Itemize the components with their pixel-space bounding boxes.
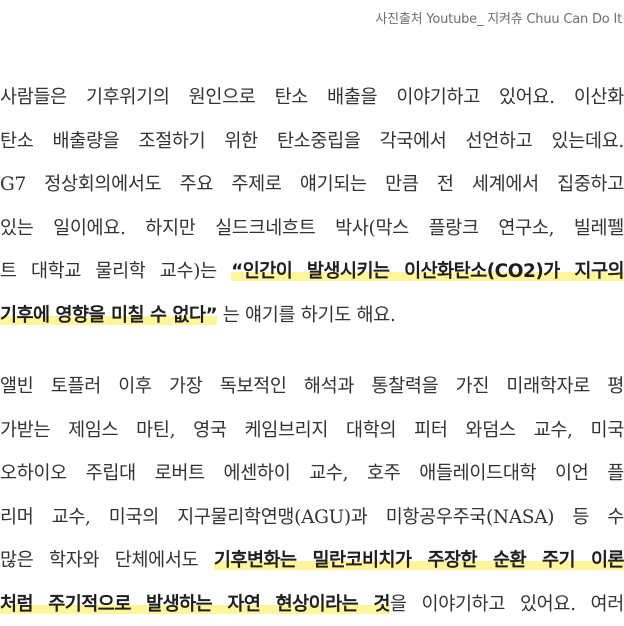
paragraph-line: 많은 학자와 단체에서도 기후변화는 밀란코비치가 주장한 순환 주기 이론	[0, 539, 624, 583]
highlighted-statement: 기후변화는 밀란코비치가 주장한 순환 주기 이론	[214, 550, 624, 571]
paragraph-line: 트 대학교 물리학 교수)는 “인간이 발생시키는 이산화탄소(CO2)가 지구…	[0, 250, 624, 294]
paragraph-line: 기후에 영향을 미칠 수 없다” 는 얘기를 하기도 해요.	[0, 294, 624, 338]
paragraph-line: 있는 일이에요. 하지만 실드크네흐트 박사(막스 플랑크 연구소, 빌레펠	[0, 207, 624, 251]
paragraph-text: 는 얘기를 하기도 해요.	[217, 305, 395, 326]
paragraph-natural-cycle: 앨빈 토플러 이후 가장 독보적인 해석과 통찰력을 가진 미래학자로 평 가받…	[0, 365, 624, 626]
paragraph-text: 많은 학자와 단체에서도	[0, 550, 214, 571]
paragraph-text: 트 대학교 물리학 교수)는	[0, 261, 231, 282]
paragraph-line: 오하이오 주립대 로버트 에센하이 교수, 호주 애들레이드대학 이언 플	[0, 452, 624, 496]
paragraph-line: 가받는 제임스 마틴, 영국 케임브리지 대학의 피터 와덤스 교수, 미국	[0, 409, 624, 453]
photo-source-caption: 사진출처 Youtube_ 지켜츄 Chuu Can Do It	[375, 8, 622, 27]
highlighted-quote: 기후에 영향을 미칠 수 없다”	[0, 305, 217, 326]
paragraph-line: 처럼 주기적으로 발생하는 자연 현상이라는 것을 이야기하고 있어요. 여러	[0, 583, 624, 626]
paragraph-line: 탄소 배출량을 조절하기 위한 탄소중립을 각국에서 선언하고 있는데요.	[0, 120, 624, 164]
paragraph-line: 리머 교수, 미국의 지구물리학연맹(AGU)과 미항공우주국(NASA) 등 …	[0, 496, 624, 540]
paragraph-text: 을 이야기하고 있어요. 여러	[390, 594, 624, 615]
paragraph-line: 앨빈 토플러 이후 가장 독보적인 해석과 통찰력을 가진 미래학자로 평	[0, 365, 624, 409]
paragraph-line: G7 정상회의에서도 주요 주제로 얘기되는 만큼 전 세계에서 집중하고	[0, 163, 624, 207]
paragraph-spacer	[0, 337, 624, 365]
paragraph-carbon-emissions: 사람들은 기후위기의 원인으로 탄소 배출을 이야기하고 있어요. 이산화 탄소…	[0, 76, 624, 337]
highlighted-statement: 처럼 주기적으로 발생하는 자연 현상이라는 것	[0, 594, 390, 615]
paragraph-line: 사람들은 기후위기의 원인으로 탄소 배출을 이야기하고 있어요. 이산화	[0, 76, 624, 120]
highlighted-quote: “인간이 발생시키는 이산화탄소(CO2)가 지구의	[231, 261, 624, 282]
article-body: 사람들은 기후위기의 원인으로 탄소 배출을 이야기하고 있어요. 이산화 탄소…	[0, 76, 624, 626]
